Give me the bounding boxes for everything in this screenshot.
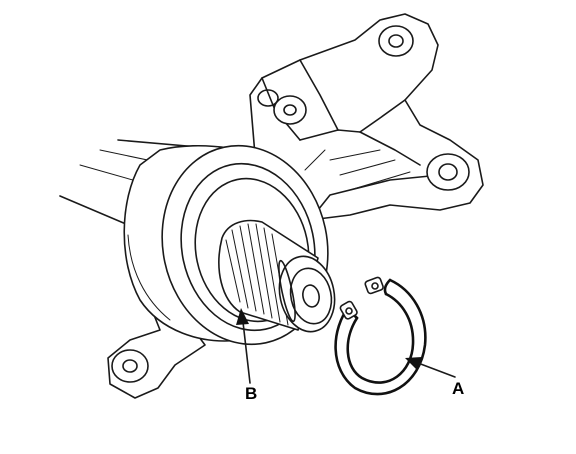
- bracket-hole-upper: [378, 25, 414, 57]
- splined-shaft: [218, 219, 336, 333]
- bracket-hole-right: [426, 153, 470, 191]
- callout-label-a: A: [452, 379, 465, 398]
- bracket-hole-middle: [257, 89, 307, 125]
- leader-arrow-a: [405, 357, 456, 378]
- circlip: [334, 276, 427, 396]
- leader-arrow-b: [236, 308, 251, 384]
- callout-label-b: B: [245, 384, 258, 403]
